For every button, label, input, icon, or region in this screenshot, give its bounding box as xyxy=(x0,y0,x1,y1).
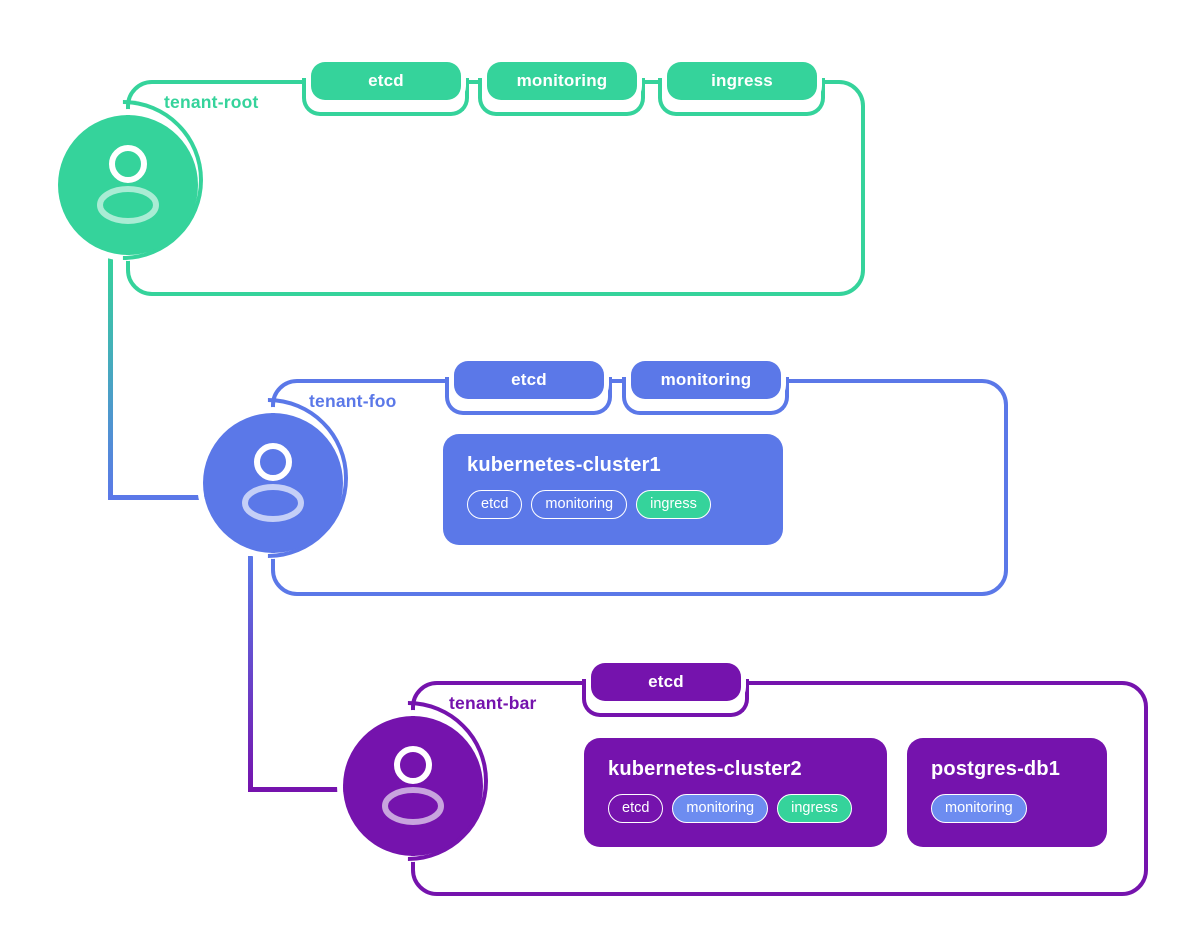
tab-label: monitoring xyxy=(516,70,608,90)
tab-etcd: etcd xyxy=(454,360,604,399)
pill-ingress: ingress xyxy=(636,490,711,520)
card-postgres-db1: postgres-db1 monitoring xyxy=(907,738,1107,847)
card-title: kubernetes-cluster2 xyxy=(608,758,802,780)
pill-etcd: etcd xyxy=(467,490,523,520)
card-kubernetes-cluster1: kubernetes-cluster1 etcd monitoring ingr… xyxy=(443,434,783,545)
pill-monitoring: monitoring xyxy=(931,794,1027,824)
tenant-foo-container: tenant-foo etcd monitoring kubernetes-cl… xyxy=(271,360,1008,596)
pill-row: etcd monitoring ingress xyxy=(467,490,759,520)
user-icon xyxy=(203,413,343,553)
tab-monitoring: monitoring xyxy=(631,360,781,399)
card-kubernetes-cluster2: kubernetes-cluster2 etcd monitoring ingr… xyxy=(584,738,887,847)
tenant-bar-container: tenant-bar etcd kubernetes-cluster2 etcd… xyxy=(411,662,1148,896)
pill-row: monitoring xyxy=(931,794,1083,824)
tab-etcd: etcd xyxy=(591,662,741,701)
pill-row: etcd monitoring ingress xyxy=(608,794,863,824)
pill-monitoring: monitoring xyxy=(672,794,769,824)
user-icon xyxy=(343,716,483,856)
card-title: postgres-db1 xyxy=(931,758,1061,780)
tab-etcd: etcd xyxy=(311,61,461,100)
tenant-foo-avatar xyxy=(154,364,382,592)
tab-label: ingress xyxy=(711,70,773,90)
connector-foo-to-bar-vertical xyxy=(248,556,253,791)
tab-label: etcd xyxy=(648,671,684,691)
tab-ingress: ingress xyxy=(667,61,817,100)
tenant-bar-avatar xyxy=(294,667,522,895)
tab-label: monitoring xyxy=(660,369,752,389)
user-icon xyxy=(58,115,198,255)
pill-etcd: etcd xyxy=(608,794,664,824)
tab-label: etcd xyxy=(368,70,404,90)
tenant-root-avatar xyxy=(9,66,237,294)
tenant-bar-label: tenant-bar xyxy=(449,693,537,713)
tenant-root-label: tenant-root xyxy=(164,92,259,112)
connector-foo-to-bar-horizontal xyxy=(248,787,347,792)
tenant-foo-label: tenant-foo xyxy=(309,391,397,411)
pill-ingress: ingress xyxy=(777,794,852,824)
connector-root-to-foo-vertical xyxy=(108,256,113,499)
tenant-root-container: tenant-root etcd monitoring ingress xyxy=(126,61,865,296)
card-title: kubernetes-cluster1 xyxy=(467,454,661,476)
pill-monitoring: monitoring xyxy=(531,490,628,520)
tab-monitoring: monitoring xyxy=(487,61,637,100)
connector-root-to-foo-horizontal xyxy=(108,495,205,500)
tab-label: etcd xyxy=(511,369,547,389)
